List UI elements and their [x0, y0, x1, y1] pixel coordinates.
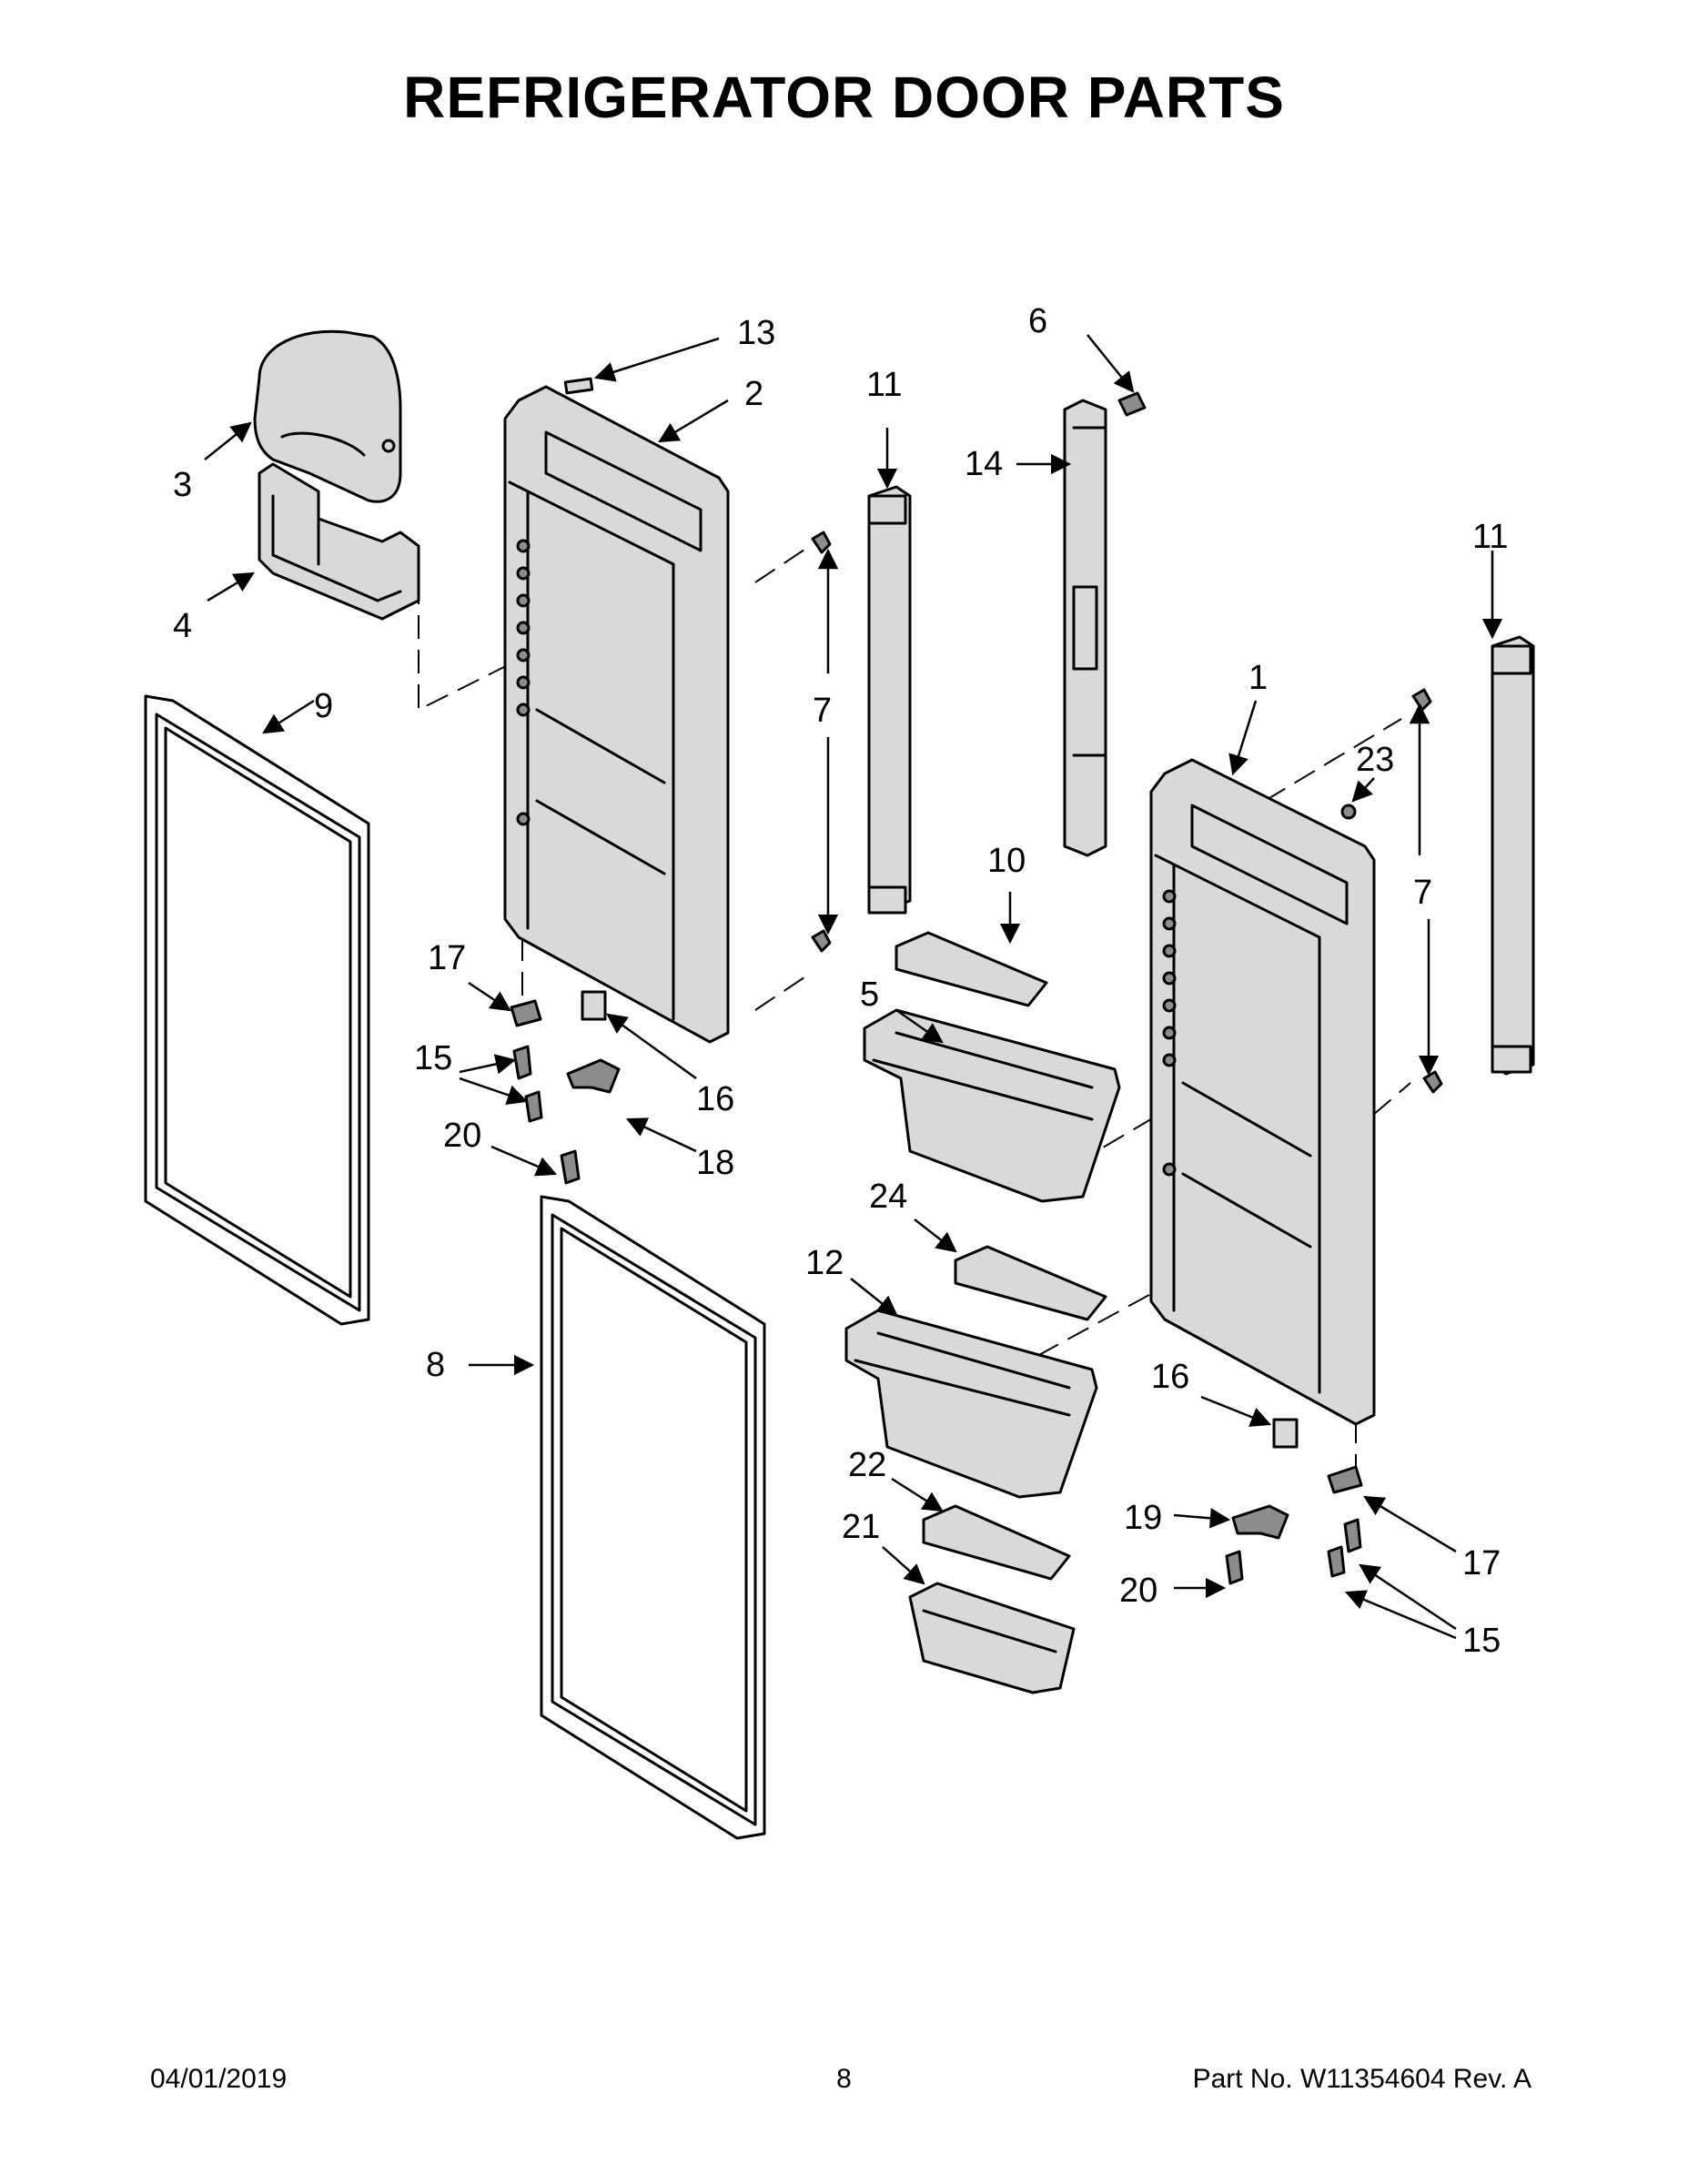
part-10-bin-cover — [895, 931, 1048, 1007]
callout-23: 23 — [1356, 741, 1394, 779]
callout-15-left: 15 — [414, 1039, 452, 1077]
shelf-peg-row — [1162, 889, 1177, 1177]
part-3-ice-bin-cover — [253, 329, 402, 503]
footer-page-number: 8 — [836, 2064, 852, 2094]
part-9-door-gasket — [144, 694, 370, 1326]
callout-17-left: 17 — [428, 939, 466, 977]
part-15-screw-right-a — [1343, 1518, 1362, 1553]
part-8-door-gasket — [540, 1195, 766, 1840]
callout-16-left: 16 — [696, 1080, 734, 1118]
part-11-left-door-handle — [867, 485, 912, 915]
callout-labels: 13 2 3 4 6 14 11 7 9 10 5 11 1 23 7 17 1… — [173, 302, 1508, 1660]
part-21-small-door-bin — [908, 1582, 1076, 1694]
part-4-ice-bin — [258, 462, 420, 621]
callout-7-right: 7 — [1413, 874, 1432, 912]
callout-2: 2 — [744, 375, 763, 413]
callout-11-right: 11 — [1472, 518, 1508, 556]
callout-8: 8 — [426, 1346, 445, 1384]
callout-4: 4 — [173, 607, 192, 645]
callout-18: 18 — [696, 1144, 734, 1182]
part-14-center-mullion — [1063, 399, 1107, 857]
part-1-right-door-liner — [1149, 758, 1376, 1426]
left-hinge-hardware — [510, 990, 621, 1185]
callout-12: 12 — [805, 1244, 844, 1282]
part-17-hinge-right — [1327, 1465, 1363, 1494]
callout-19: 19 — [1124, 1499, 1162, 1537]
part-15-screw-left-a — [512, 1045, 532, 1080]
part-12-door-bin — [844, 1309, 1098, 1499]
callout-1: 1 — [1248, 659, 1268, 697]
footer-date: 04/01/2019 — [150, 2064, 288, 2094]
callout-3: 3 — [173, 466, 192, 504]
shelf-peg-row — [516, 539, 531, 826]
callout-9: 9 — [314, 687, 333, 725]
part-19-hinge-cover — [1231, 1504, 1289, 1540]
part-6-screw — [1117, 391, 1147, 417]
callout-10: 10 — [987, 842, 1026, 880]
part-16-hinge-pin-left — [581, 990, 607, 1021]
part-18-hinge-cover — [566, 1058, 621, 1094]
part-20-screw-left — [560, 1149, 581, 1185]
callout-14: 14 — [965, 445, 1003, 483]
part-5-door-bin — [863, 1008, 1121, 1203]
callout-20-left: 20 — [443, 1117, 481, 1155]
part-24-bin-cover — [954, 1245, 1107, 1321]
callout-21: 21 — [842, 1508, 880, 1546]
part-22-bin-cover — [922, 1504, 1071, 1581]
part-15-screw-left-b — [524, 1090, 543, 1123]
part-11-right-door-handle — [1491, 635, 1535, 1076]
callout-20-right: 20 — [1119, 1572, 1157, 1610]
callout-5: 5 — [860, 976, 879, 1014]
part-16-hinge-pin-right — [1272, 1418, 1299, 1449]
right-hinge-hardware — [1225, 1418, 1363, 1585]
callout-13: 13 — [737, 314, 775, 352]
page-title: REFRIGERATOR DOOR PARTS — [403, 65, 1285, 130]
callout-15-right: 15 — [1462, 1622, 1501, 1660]
part-23-plug — [1340, 804, 1357, 820]
callout-17-right: 17 — [1462, 1544, 1501, 1582]
part-2-left-door-liner — [503, 385, 730, 1044]
part-17-hinge-left — [510, 999, 542, 1027]
callout-11-left: 11 — [866, 366, 902, 404]
part-7-handle-screws-right — [1411, 688, 1443, 1094]
callout-16-right: 16 — [1151, 1358, 1189, 1396]
footer-part-number: Part No. W11354604 Rev. A — [1192, 2064, 1531, 2094]
callout-24: 24 — [869, 1178, 907, 1216]
callout-22: 22 — [848, 1446, 886, 1484]
callout-7-left: 7 — [813, 692, 832, 730]
part-15-screw-right-b — [1327, 1545, 1346, 1578]
leader-arrows — [204, 334, 1503, 1640]
callout-6: 6 — [1028, 302, 1047, 340]
part-20-screw-right — [1225, 1550, 1244, 1585]
part-13-label — [563, 377, 594, 395]
